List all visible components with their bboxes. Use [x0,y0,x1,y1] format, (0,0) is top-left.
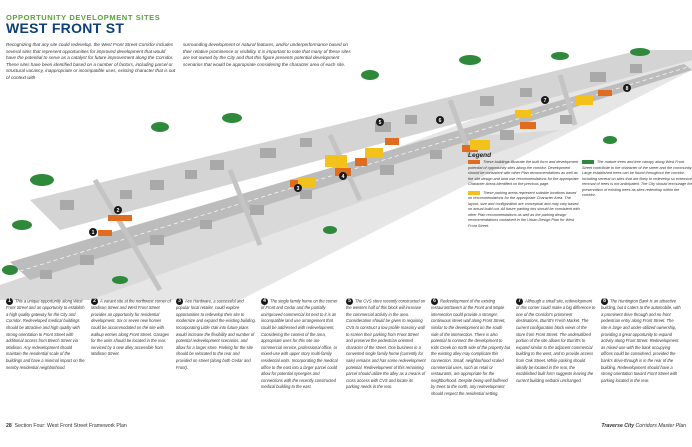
page-number: 28 [6,423,12,429]
existing-buildings [40,64,642,279]
site-marker-6: 6 [436,116,444,124]
cross-street [92,178,163,292]
section-kicker: OPPORTUNITY DEVELOPMENT SITES [6,13,161,22]
orange-swatch [468,160,480,164]
note-text-1: This a unique opportunity along West Fro… [6,298,85,370]
footer-right: Traverse City Corridors Master Plan [601,423,686,429]
cross-street [557,74,578,126]
note-text-7: Although a small site, redevelopment of … [516,298,596,383]
svg-text:4: 4 [342,174,345,180]
svg-text:8: 8 [626,86,629,92]
legend-parking-text: These parking areas represent suitable l… [468,190,580,228]
note-text-5: The CVS store recently constructed on th… [346,298,426,390]
site-marker-2: 2 [114,206,122,214]
site-markers: 1 2 3 4 5 6 7 8 [89,84,631,236]
yellow-swatch [468,190,480,195]
legend: Legend These buildings illustrate the bu… [440,152,692,244]
svg-text:2: 2 [117,208,120,214]
site-marker-4: 4 [339,172,347,180]
note-number-5: 5 [346,298,353,305]
legend-item-trees: The mature trees and tree canopy along W… [582,160,692,199]
note-number-7: 7 [516,298,523,305]
site-marker-7: 7 [541,96,549,104]
site-marker-5: 5 [376,118,384,126]
cross-street [327,133,363,202]
intro-text-col1: Recognizing that any site could redevelo… [6,42,176,80]
note-number-6: 6 [431,298,438,305]
svg-text:1: 1 [92,230,95,236]
note-number-4: 4 [261,298,268,305]
legend-col-right: The mature trees and tree canopy along W… [582,160,692,199]
note-text-3: Ace Hardware, a successful and popular l… [176,298,256,370]
aerial-map: 1 2 3 4 5 6 7 8 [0,48,692,300]
note-text-8: The Huntington Bank is an attractive bui… [601,298,681,383]
footer-left: 28 Section Four: West Front Street Frame… [6,423,127,429]
footer-city: Traverse City [601,423,635,429]
page-title: WEST FRONT ST [6,20,125,36]
site-marker-1: 1 [89,228,97,236]
cross-street [227,169,263,246]
svg-text:6: 6 [439,118,442,124]
note-number-1: 1 [6,298,13,305]
note-number-3: 3 [176,298,183,305]
footer-section: Section Four: West Front Street Framewor… [14,423,127,429]
svg-text:3: 3 [297,186,300,192]
legend-col-left: These buildings illustrate the built for… [468,160,580,229]
note-text-4: The single family home on the corner of … [261,298,338,390]
tree-canopy [2,48,650,284]
note-number-8: 8 [601,298,608,305]
svg-text:5: 5 [379,120,382,126]
footer-plan: Corridors Master Plan [635,423,686,429]
note-number-2: 2 [91,298,98,305]
note-text-2: A vacant site at the northwest corner of… [91,298,171,357]
legend-item-buildings: These buildings illustrate the built for… [468,160,580,188]
site-marker-8: 8 [623,84,631,92]
legend-trees-text: The mature trees and tree canopy along W… [582,160,692,197]
parking-areas [298,96,593,188]
legend-title: Legend [468,152,492,159]
site-marker-3: 3 [294,184,302,192]
note-text-6: Redevelopment of the existing restaurant… [431,298,511,396]
green-swatch [582,160,594,164]
legend-item-parking: These parking areas represent suitable l… [468,190,580,230]
legend-buildings-text: These buildings illustrate the built for… [468,160,579,186]
intro-text-col2: surrounding development or natural featu… [183,42,351,67]
svg-text:7: 7 [544,98,547,104]
